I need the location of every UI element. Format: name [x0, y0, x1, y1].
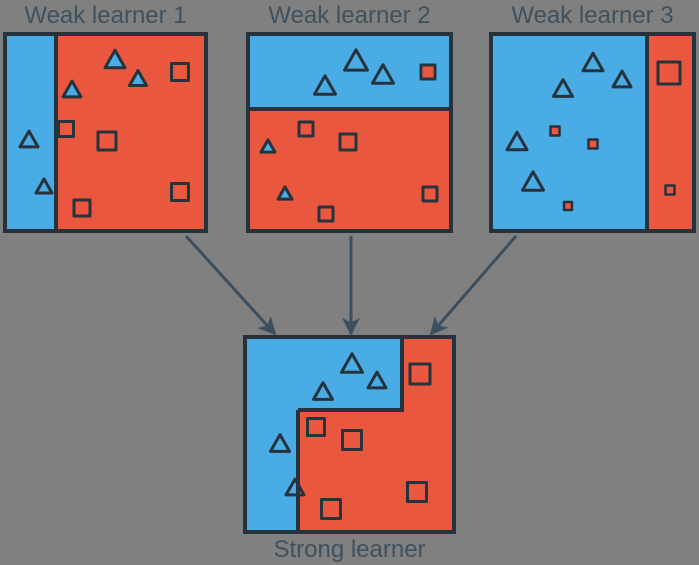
- data-point-square-outline: [297, 120, 315, 138]
- panel-weak-learner-2: [246, 32, 453, 233]
- decision-boundary: [400, 339, 404, 412]
- data-point-triangle-outline: [313, 74, 337, 96]
- data-point-square-outline: [170, 182, 190, 202]
- region-red: [250, 109, 449, 229]
- data-point-square-red: [562, 200, 574, 212]
- region-red: [56, 36, 204, 229]
- data-point-square-outline: [96, 130, 118, 152]
- arrow-weak1-to-strong: [184, 234, 277, 336]
- decision-boundary: [298, 408, 404, 412]
- data-point-triangle-outline: [366, 370, 388, 390]
- data-point-triangle-outline: [18, 129, 40, 149]
- region-blue: [247, 410, 298, 530]
- data-point-triangle-blue: [103, 48, 127, 70]
- markers-weak-learner-1: [18, 48, 190, 218]
- data-point-triangle-outline: [371, 63, 395, 85]
- data-point-square-red: [549, 125, 561, 137]
- data-point-triangle-outline: [552, 78, 574, 98]
- region-red: [647, 36, 692, 229]
- data-point-square-outline: [406, 481, 428, 503]
- data-point-square-outline: [421, 185, 439, 203]
- data-point-square-outline: [306, 417, 326, 437]
- decision-boundary: [645, 36, 649, 229]
- data-point-square-outline: [408, 362, 432, 386]
- data-point-triangle-outline: [521, 170, 545, 192]
- markers-weak-learner-2: [259, 48, 439, 223]
- data-point-triangle-outline: [284, 477, 306, 497]
- data-point-square-outline: [341, 429, 363, 451]
- panel-strong-learner: [243, 335, 456, 534]
- panel-weak-learner-1: [3, 32, 208, 233]
- data-point-square-red: [419, 63, 437, 81]
- decision-boundary: [296, 410, 300, 530]
- data-point-triangle-outline: [611, 69, 633, 89]
- decision-boundary: [250, 107, 449, 111]
- data-point-triangle-outline: [340, 352, 364, 374]
- data-point-triangle-outline: [343, 48, 369, 72]
- panel-weak-learner-3: [489, 32, 696, 233]
- decision-boundary: [54, 36, 58, 229]
- data-point-square-outline: [664, 184, 676, 196]
- markers-weak-learner-3: [505, 51, 682, 212]
- data-point-triangle-outline: [269, 433, 291, 453]
- data-point-triangle-outline: [505, 130, 529, 152]
- data-point-square-outline: [170, 62, 190, 82]
- data-point-square-outline: [317, 205, 335, 223]
- data-point-triangle-blue: [128, 69, 148, 87]
- arrow-weak3-to-strong: [429, 235, 518, 336]
- data-point-square-red: [587, 138, 599, 150]
- data-point-square-outline: [72, 198, 92, 218]
- panel-title-weak-learner-1: Weak learner 1: [24, 2, 187, 29]
- panel-title-weak-learner-2: Weak learner 2: [268, 2, 431, 29]
- data-point-triangle-blue: [61, 79, 83, 99]
- data-point-triangle-outline: [312, 381, 334, 401]
- data-point-triangle-blue: [259, 138, 277, 154]
- panel-title-weak-learner-3: Weak learner 3: [511, 2, 674, 29]
- markers-strong-learner: [269, 352, 432, 520]
- data-point-triangle-outline: [581, 51, 605, 73]
- data-point-square-outline: [338, 132, 358, 152]
- data-point-triangle-outline: [34, 177, 54, 195]
- data-point-triangle-blue: [276, 185, 294, 201]
- region-blue: [250, 36, 449, 109]
- data-point-square-outline: [57, 120, 75, 138]
- data-point-square-outline: [320, 498, 342, 520]
- panel-title-strong-learner: Strong learner: [273, 536, 426, 563]
- data-point-square-outline: [656, 60, 682, 86]
